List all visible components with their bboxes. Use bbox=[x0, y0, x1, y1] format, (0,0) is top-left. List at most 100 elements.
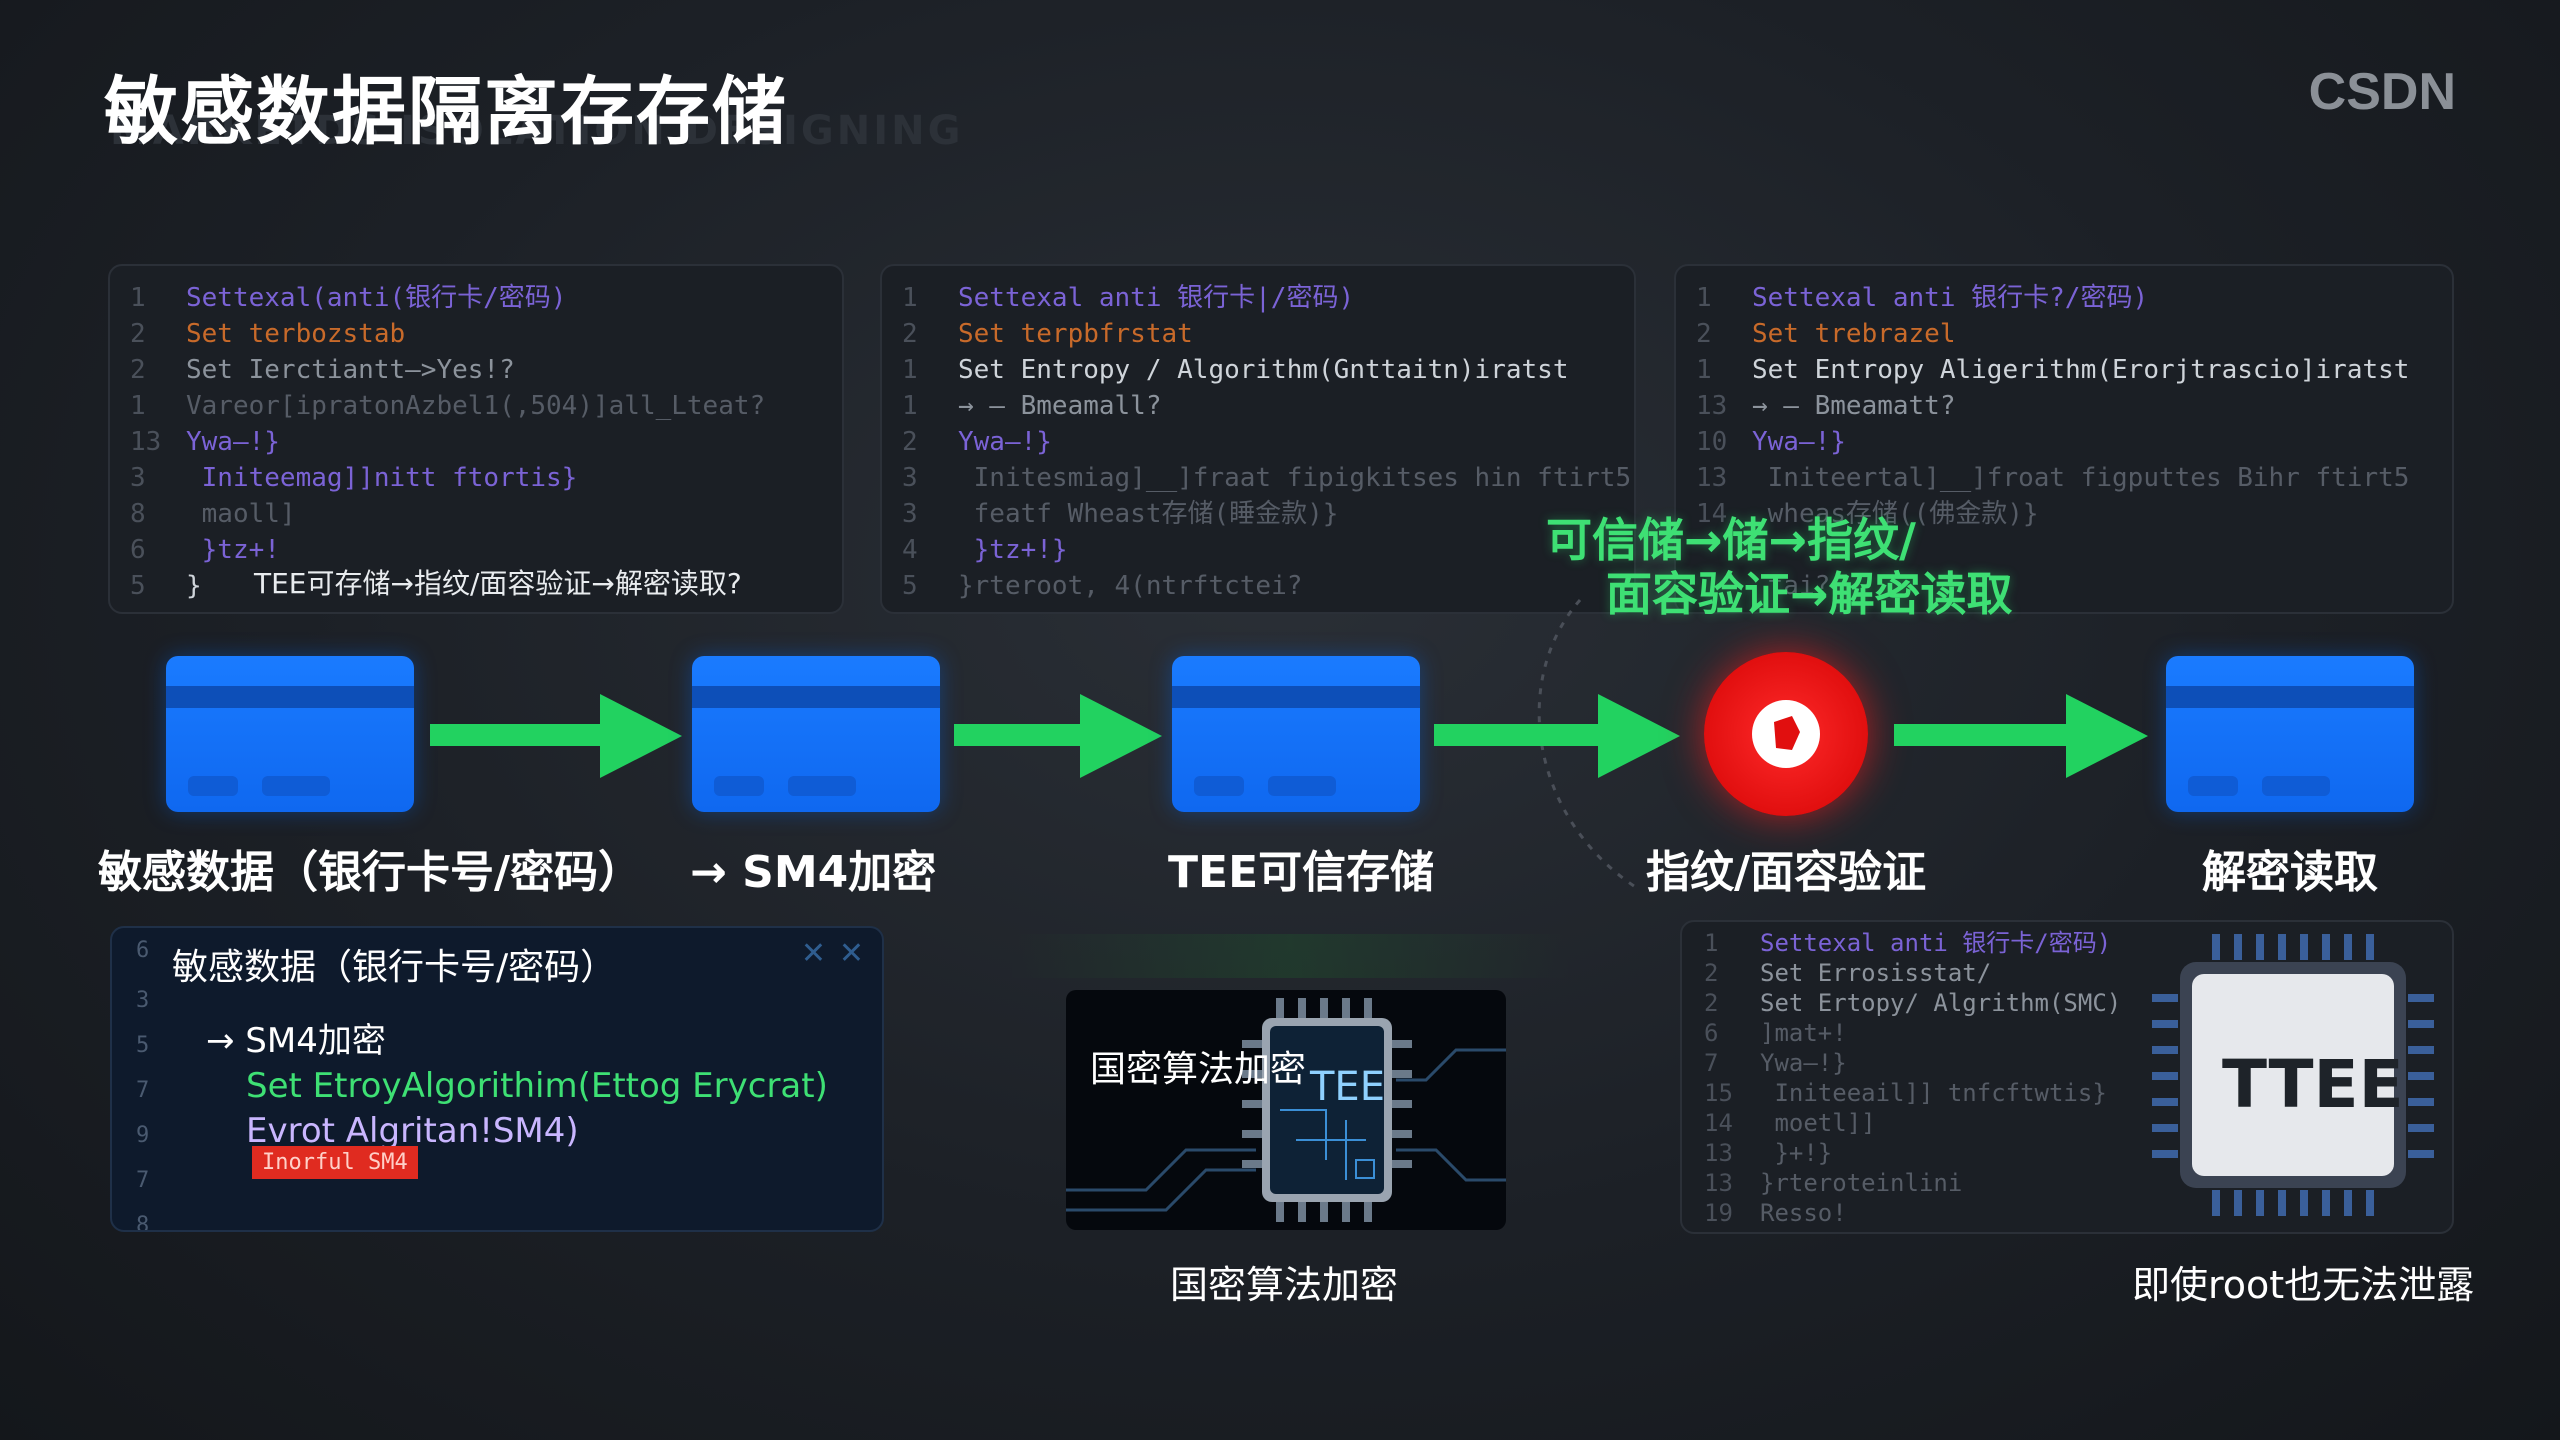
line-number: 13 bbox=[1704, 1169, 1733, 1197]
line-number: 2 bbox=[1704, 959, 1719, 987]
line-number: 2 bbox=[130, 319, 146, 349]
step-1-label: 敏感数据（银行卡号/密码） bbox=[98, 847, 643, 898]
line-number: 10 bbox=[1696, 427, 1728, 457]
code-line: 2 Set terbozstab bbox=[130, 316, 842, 352]
code-text: featf Wheast存储(睡金款)} bbox=[958, 499, 1339, 529]
arrow-1-icon bbox=[600, 694, 682, 778]
line-number: 7 bbox=[1704, 1049, 1719, 1077]
code-line: 8 bbox=[136, 1201, 828, 1232]
step-5-card-icon bbox=[2166, 656, 2414, 812]
code-line: 13 }rteroteinlini bbox=[1704, 1168, 2452, 1198]
code-line: 7 bbox=[136, 1156, 828, 1201]
code-line: 14 moetl]] bbox=[1704, 1108, 2452, 1138]
code-line: tai? bbox=[1696, 568, 2452, 604]
line-number: 6 bbox=[1704, 1019, 1719, 1047]
line-number: 13 bbox=[1696, 463, 1728, 493]
code-text: wheas存储((佛金款)} bbox=[1752, 499, 2039, 529]
page-title: 敏感数据隔离存存储 bbox=[104, 69, 788, 155]
code-text: Set terbozstab bbox=[186, 319, 406, 349]
line-number: 1 bbox=[130, 283, 146, 313]
code-line: 13 }+!} bbox=[1704, 1138, 2452, 1168]
line-number: 2 bbox=[1696, 319, 1712, 349]
code-text: Set terpbfrstat bbox=[958, 319, 1193, 349]
code-text: Ywa—!} bbox=[1752, 427, 1846, 457]
step-4-label: 指纹/面容验证 bbox=[1646, 847, 1927, 898]
line-number: 5 bbox=[902, 571, 918, 601]
code-text: Set Ertopy/ Algrithm(SMC) bbox=[1760, 989, 2122, 1017]
code-text bbox=[186, 1201, 206, 1230]
step-3-label: TEE可信存储 bbox=[1168, 847, 1435, 898]
code-text: } bbox=[186, 571, 202, 601]
line-number: 9 bbox=[136, 1123, 150, 1148]
line-number: 7 bbox=[136, 1168, 150, 1193]
arrow-2-icon bbox=[1080, 694, 1162, 778]
arrow-4-shaft bbox=[1894, 724, 2074, 746]
code-text: Ywa—!} bbox=[1760, 1049, 1847, 1077]
code-line: 14 wheas存储((佛金款)} bbox=[1696, 496, 2452, 532]
code-line: 3 Initeemag]]nitt ftortis} bbox=[130, 460, 842, 496]
brand-logo: CSDN bbox=[2308, 63, 2456, 121]
code-text: Settexal anti 银行卡|/密码) bbox=[958, 283, 1355, 313]
line-number: 5 bbox=[130, 571, 146, 601]
tee-chip-illustration: 国密算法加密 TEE bbox=[1066, 990, 1506, 1230]
code-line: 3 bbox=[136, 976, 828, 1021]
code-text: Evrot Algritan!SM4) bbox=[246, 1111, 579, 1151]
ttee-chip-label: TTEE bbox=[2222, 1046, 2404, 1123]
line-number: 13 bbox=[1696, 391, 1728, 421]
code-line: 13 Initeertal]__]froat figputtes Bihr ft… bbox=[1696, 460, 2452, 496]
line-number: 1 bbox=[1704, 929, 1719, 957]
code-line: 5}rteroot, 4(ntrftctei? bbox=[902, 568, 1634, 604]
line-number: 19 bbox=[1704, 1199, 1733, 1227]
fingerprint-verify-icon bbox=[1704, 652, 1868, 816]
line-number: 1 bbox=[902, 355, 918, 385]
line-number: 3 bbox=[902, 463, 918, 493]
line-number: 1 bbox=[1696, 283, 1712, 313]
step-3-card-icon bbox=[1172, 656, 1420, 812]
code-line: 15 Initeeail]] tnfcftwtis} bbox=[1704, 1078, 2452, 1108]
flow-annotation-line2: 面容验证→解密读取 bbox=[1606, 567, 2013, 621]
line-number: 14 bbox=[1704, 1109, 1733, 1137]
code-text: Settexal(anti(银行卡/密码) bbox=[186, 283, 567, 313]
code-text: Set Entropy / Algorithm(Gnttaitn)iratst bbox=[958, 355, 1569, 385]
line-number: 2 bbox=[902, 319, 918, 349]
code-text: Set EtroyAlgorithim(Ettog Erycrat) bbox=[246, 1066, 828, 1106]
code-text: Initeemag]]nitt ftortis} bbox=[186, 463, 578, 493]
flow-annotation-line1: 可信储→储→指纹/ bbox=[1546, 513, 1916, 567]
code-line: 1 Settexal(anti(银行卡/密码) bbox=[130, 280, 842, 316]
line-number: 1 bbox=[902, 283, 918, 313]
step-1-card-icon bbox=[166, 656, 414, 812]
code-line: 7 Ywa—!} bbox=[1704, 1048, 2452, 1078]
line-number: 2 bbox=[130, 355, 146, 385]
line-number: 14 bbox=[1696, 499, 1728, 529]
code-text bbox=[186, 1156, 206, 1196]
code-line: 10 Ywa—!} bbox=[1696, 424, 2452, 460]
code-line: 2 Set terpbfrstat bbox=[902, 316, 1634, 352]
arrow-2-shaft bbox=[954, 724, 1084, 746]
line-number: 3 bbox=[902, 499, 918, 529]
line-number: 8 bbox=[136, 1213, 150, 1232]
line-number: 8 bbox=[130, 499, 146, 529]
code-text: Settexal anti 银行卡/密码) bbox=[1760, 929, 2112, 957]
code-line: 9 Evrot Algritan!SM4) bbox=[136, 1111, 828, 1156]
code-text: maoll] bbox=[186, 499, 296, 529]
code-line: 4 }tz+!} bbox=[902, 532, 1634, 568]
panel-close-icon: ✕ bbox=[800, 936, 826, 971]
arrow-4-icon bbox=[2066, 694, 2148, 778]
code-line: 3 Initesmiag]__]fraat fipigkitses hin ft… bbox=[902, 460, 1634, 496]
code-text: }rteroteinlini bbox=[1760, 1169, 1963, 1197]
line-number: 6 bbox=[130, 535, 146, 565]
line-number: 3 bbox=[130, 463, 146, 493]
panel-close-icon: ✕ bbox=[838, 936, 864, 971]
line-number: 5 bbox=[136, 1033, 150, 1058]
line-number: 1 bbox=[902, 391, 918, 421]
code-line: 1 Settexal anti 银行卡/密码) bbox=[1704, 928, 2452, 958]
step-2-label: → SM4加密 bbox=[690, 847, 937, 898]
